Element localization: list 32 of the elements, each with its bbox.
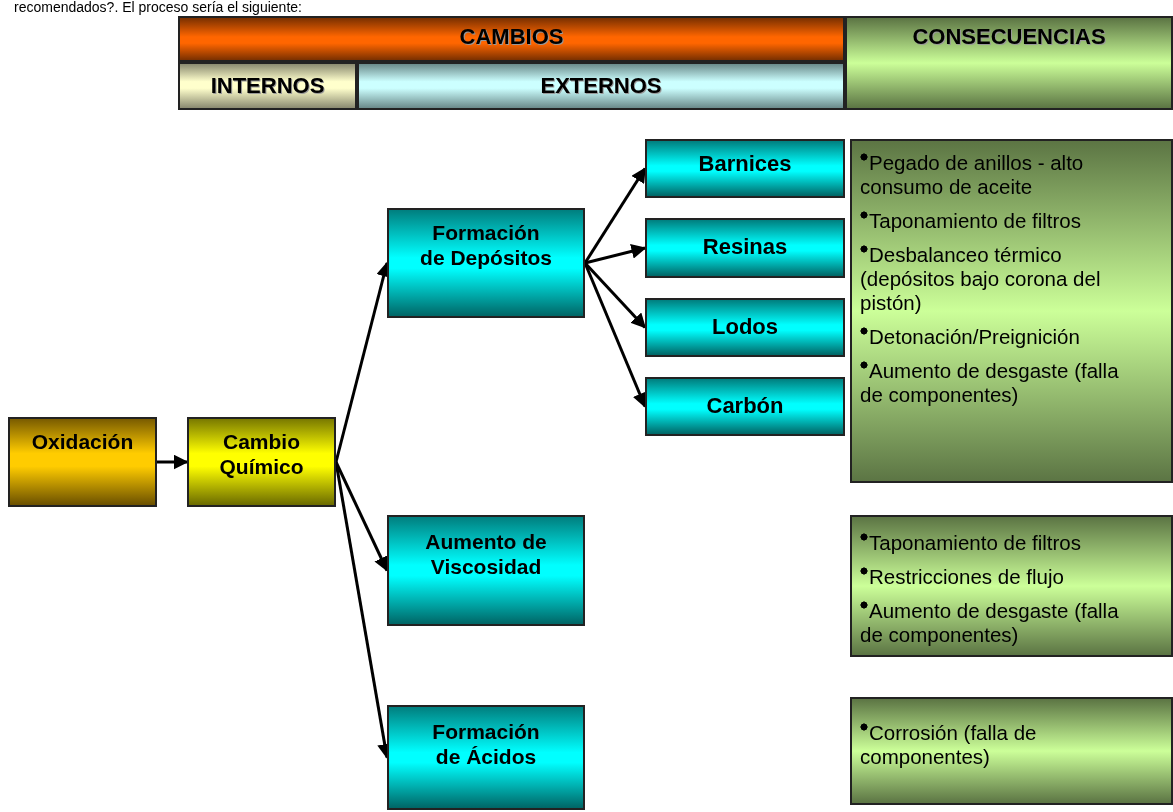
box-label: Cambio Químico xyxy=(218,429,305,479)
consequence-panel xyxy=(845,16,1173,110)
header-cell xyxy=(357,62,845,110)
intro-text: recomendados?. El proceso sería el siguiente: xyxy=(14,0,302,15)
process-box xyxy=(645,377,845,436)
box-label: Aumento de Viscosidad xyxy=(424,529,548,579)
consequence-panel xyxy=(850,139,1173,483)
process-box xyxy=(645,298,845,357)
process-box xyxy=(387,515,585,626)
box-label: Carbón xyxy=(706,392,784,420)
process-box xyxy=(8,417,157,507)
process-box xyxy=(387,208,585,318)
box-label: Resinas xyxy=(702,233,788,261)
process-box xyxy=(645,139,845,198)
box-label: Lodos xyxy=(712,313,778,341)
process-box xyxy=(645,218,845,278)
arrow xyxy=(584,244,647,265)
process-box xyxy=(387,705,585,810)
column-heading: CONSECUENCIAS xyxy=(912,24,1106,50)
column-heading: INTERNOS xyxy=(210,73,325,99)
header-cell xyxy=(178,62,357,110)
arrow xyxy=(157,454,189,470)
column-heading: CAMBIOS xyxy=(459,24,564,50)
column-heading: EXTERNOS xyxy=(540,73,662,99)
box-label: Formación de Ácidos xyxy=(431,719,541,769)
box-label: Barnices xyxy=(698,150,792,178)
box-label: Formación de Depósitos xyxy=(419,220,553,270)
box-label: Oxidación xyxy=(31,429,134,454)
consequence-panel xyxy=(850,697,1173,805)
consequence-panel xyxy=(850,515,1173,657)
process-box xyxy=(187,417,336,507)
header-band xyxy=(178,16,845,62)
